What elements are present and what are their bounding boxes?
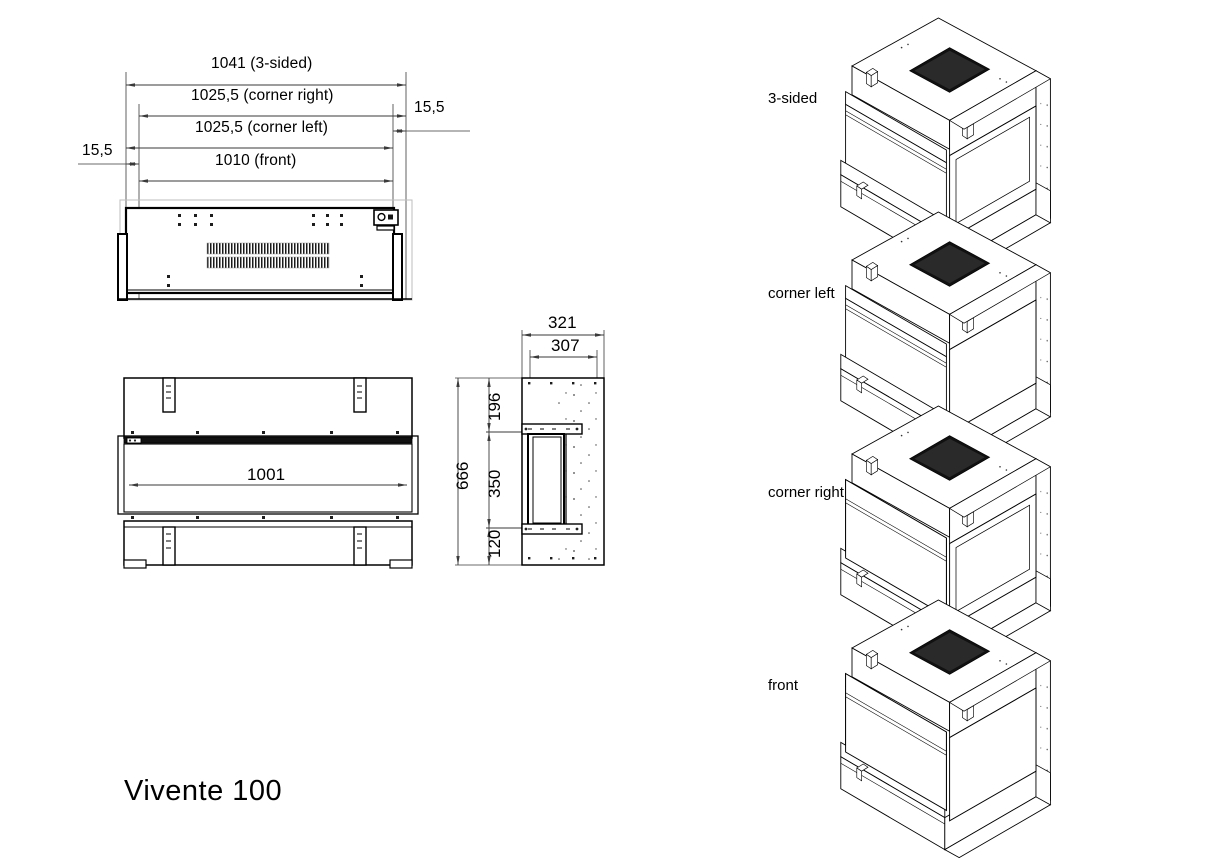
dimension-15-5-left: 15,5 (82, 142, 113, 159)
iso-front-geometry (840, 599, 1051, 858)
top-view-geometry (78, 72, 470, 301)
vent-grille (206, 242, 330, 269)
dimension-1041-3-sided: 1041 (3-sided) (211, 55, 313, 72)
iso-label-front: front (768, 677, 799, 694)
dimension-1001: 1001 (247, 465, 286, 484)
dimension-196: 196 (485, 392, 504, 421)
page-title: Vivente 100 (124, 775, 283, 807)
connector-detail (373, 209, 399, 231)
dimension-1025-corner-right: 1025,5 (corner right) (191, 87, 334, 104)
front-view-geometry (117, 377, 419, 569)
dimension-350: 350 (485, 469, 504, 498)
side-view-geometry (455, 330, 605, 566)
iso-label-corner-right: corner right (768, 484, 844, 501)
iso-label-3-sided: 3-sided (768, 90, 818, 107)
dimension-1025-corner-left: 1025,5 (corner left) (195, 119, 328, 136)
dimension-321: 321 (548, 313, 577, 332)
dimension-120: 120 (485, 529, 504, 558)
dimension-666: 666 (453, 461, 472, 490)
dimension-1010-front: 1010 (front) (215, 152, 297, 169)
iso-corner-left-geometry (840, 211, 1051, 471)
iso-label-corner-left: corner left (768, 285, 835, 302)
dimension-307: 307 (551, 336, 580, 355)
dimension-15-5-right: 15,5 (414, 99, 445, 116)
